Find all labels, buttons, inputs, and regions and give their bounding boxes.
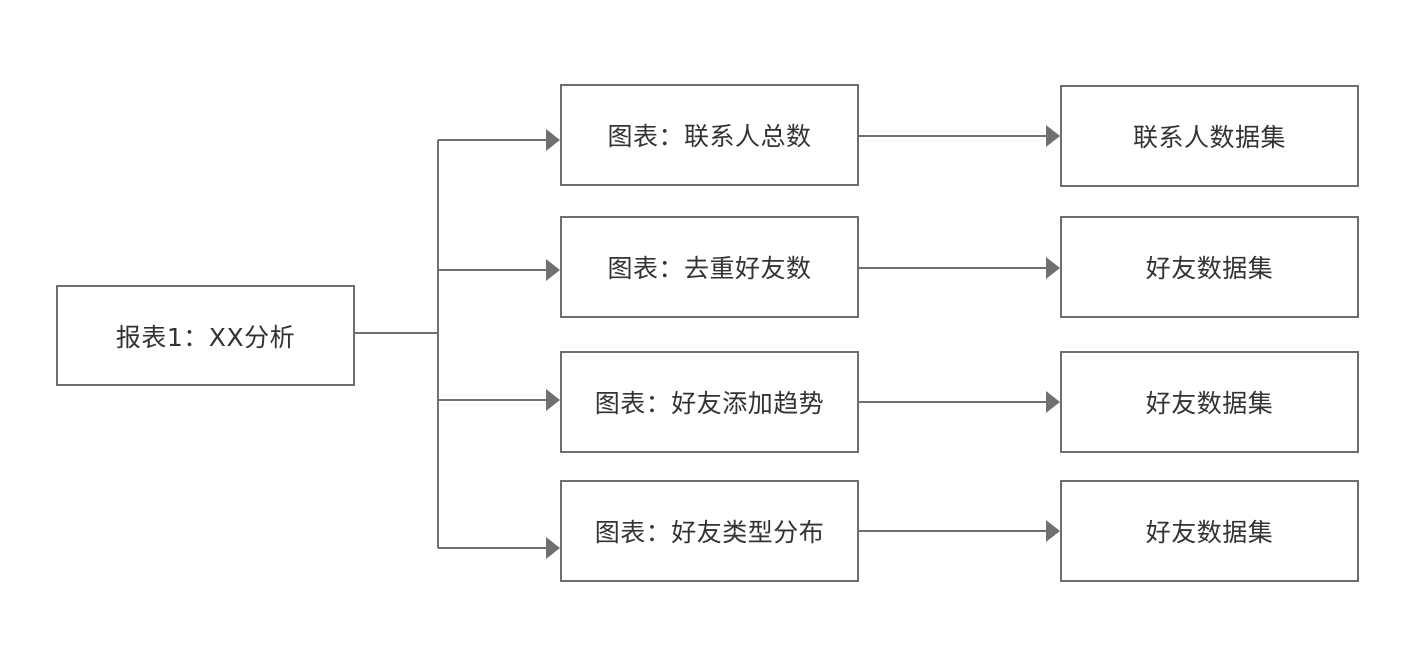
dataset-node-label: 联系人数据集	[1132, 123, 1286, 152]
dataset-node-label: 好友数据集	[1145, 518, 1274, 547]
arrowhead-dataset-3	[1046, 391, 1060, 413]
dataset-node-friends-3[interactable]: 好友数据集	[1060, 480, 1359, 582]
chart-node-label: 图表：联系人总数	[607, 122, 812, 151]
arrowhead-dataset-4	[1046, 520, 1060, 542]
dataset-node-friends-1[interactable]: 好友数据集	[1060, 216, 1359, 318]
chart-node-label: 图表：去重好友数	[607, 254, 812, 283]
arrowhead-branch-4	[546, 537, 560, 559]
dataset-node-friends-2[interactable]: 好友数据集	[1060, 351, 1359, 453]
chart-node-label: 图表：好友类型分布	[594, 518, 825, 547]
chart-node-unique-friends[interactable]: 图表：去重好友数	[560, 216, 859, 318]
chart-node-friend-add-trend[interactable]: 图表：好友添加趋势	[560, 351, 859, 453]
arrowhead-branch-2	[546, 259, 560, 281]
chart-node-label: 图表：好友添加趋势	[594, 389, 825, 418]
chart-node-contact-total[interactable]: 图表：联系人总数	[560, 84, 859, 186]
dataset-node-label: 好友数据集	[1145, 254, 1274, 283]
root-report-label: 报表1：XX分析	[115, 322, 296, 352]
arrowhead-dataset-1	[1046, 125, 1060, 147]
arrowhead-branch-1	[546, 129, 560, 151]
root-report-node[interactable]: 报表1：XX分析	[56, 285, 355, 386]
dataset-node-contacts[interactable]: 联系人数据集	[1060, 85, 1359, 187]
chart-node-friend-type-distribution[interactable]: 图表：好友类型分布	[560, 480, 859, 582]
arrowhead-dataset-2	[1046, 257, 1060, 279]
arrowhead-branch-3	[546, 389, 560, 411]
dataset-node-label: 好友数据集	[1145, 389, 1274, 418]
